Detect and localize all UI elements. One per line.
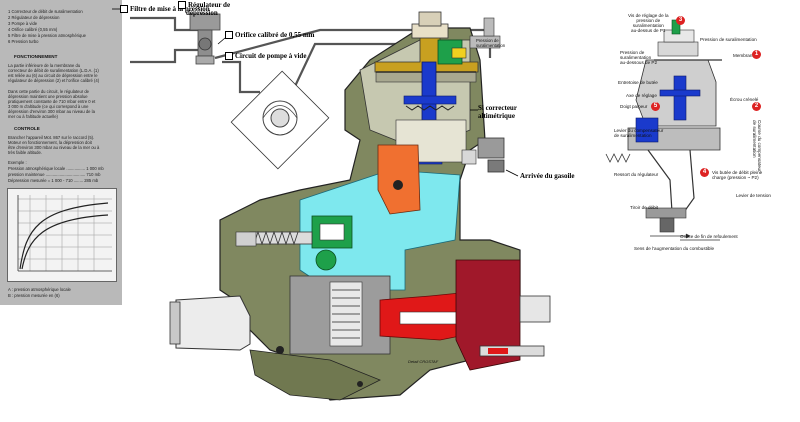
fonct-line: correcteur de débit de suralimentation (…: [8, 68, 99, 73]
distributor-rotor: [289, 275, 391, 355]
fonctionnement-title: FONCTIONNEMENT: [14, 54, 58, 59]
end-delivery-orifice-label: Orifice de fin de refoulement: [680, 234, 738, 239]
checkbox-icon: [120, 5, 128, 14]
filter-callout: Filtre de mise à la pression: [120, 5, 210, 14]
leader-lines: [112, 8, 519, 177]
graph-svg: [17, 195, 112, 272]
detail-marker: Detail CROSTAF: [408, 359, 439, 364]
marker-3-top: 3: [676, 16, 685, 25]
spring-chamber: [395, 119, 467, 163]
controle-line: Moteur en fonctionnement, la dépression …: [8, 140, 92, 145]
marker-2: 2: [752, 102, 761, 111]
flow-slide-label: Tiroir de débit: [630, 205, 658, 210]
graph-legend-a: A : pression atmosphérique locale: [8, 287, 71, 292]
green-block: [311, 215, 353, 271]
tension-lever-label: Levier de tension: [736, 193, 771, 198]
curve-b: [21, 214, 109, 270]
legend-item: 3 Pompe à vide: [8, 21, 38, 26]
fonct-line: dépression maintient une pression absolu…: [8, 94, 88, 99]
legend-item: 2 Régulateur de dépression: [8, 15, 60, 20]
exemple-line: Pression atmosphérique locale ..........…: [8, 166, 104, 171]
lda-compensator-section: [605, 19, 722, 241]
boost-pressure-label: Pression de suralimentation: [700, 37, 757, 42]
orange-lever: [377, 144, 421, 215]
altitude-pressure-graph: [7, 188, 117, 282]
fonct-line: est reliée au (6) au circuit de dépressi…: [8, 73, 98, 78]
fonct-line: régulateur de dépression (2) et l'orific…: [8, 78, 100, 83]
controle-line: Brancher l'appareil Mot. 867 sur le racc…: [8, 135, 95, 140]
castle-nut-label: Écrou crénelé: [730, 97, 759, 102]
marker-1: 1: [752, 50, 761, 59]
legend-item: 4 Orifice calibré (0,55 mm): [8, 27, 58, 32]
turbocharger-sketch: [230, 70, 330, 170]
curve-a: [19, 202, 109, 270]
controle-line: être d'environ 300 mbar au niveau de la …: [8, 145, 100, 150]
regulator-spring-label: Ressort du régulateur: [614, 172, 659, 177]
vacuum-circuit-callout: Circuit de pompe à vide: [225, 52, 306, 61]
exemple-line: Exemple :: [8, 160, 27, 165]
high-pressure-head: [379, 259, 551, 371]
diesel-inlet-callout: Arrivée du gasoile: [520, 172, 575, 180]
graph-legend-b: B : pression mesurée en (6): [8, 293, 60, 298]
marker-5: 5: [651, 102, 660, 111]
fonct-line: mer ou à l'altitude actuelle): [8, 114, 58, 119]
adjust-axis-label: Axe de réglage: [626, 93, 657, 98]
fuel-increase-direction-label: Sens de l'augmentation du combustible: [634, 246, 715, 251]
fittings: [461, 17, 505, 173]
checkbox-icon: [178, 1, 186, 10]
legend-item: 6 Pression turbo: [8, 39, 39, 44]
marker-4: 4: [700, 168, 709, 177]
checkbox-icon: [225, 52, 233, 61]
fonct-line: 3 000 m d'altitude (ce qui correspond à …: [8, 104, 89, 109]
spacer-label: Entretoise de butée: [618, 80, 658, 85]
exemple-line: pression maintenue .....................…: [8, 172, 101, 177]
controle-title: CONTROLE: [14, 126, 40, 131]
fonct-line: Dans cette partie du circuit, le régulat…: [8, 89, 90, 94]
checkbox-icon: [225, 31, 233, 40]
fonct-line: dépression d'environ 300 mbar au niveau …: [8, 109, 95, 114]
legend-item: 1 Correcteur de débit de suralimentation: [8, 9, 83, 14]
legend-panel: 1 Correcteur de débit de suralimentation…: [0, 0, 122, 305]
fonct-line: La partie inférieure de la membrane du: [8, 63, 81, 68]
exemple-line: Dépression mesurée = 1 000 - 710 .......…: [8, 178, 99, 183]
fonct-line: pratiquement constante de 710 mbar entre…: [8, 99, 96, 104]
orifice-callout: Orifice calibré de 0,55 mm: [225, 31, 315, 40]
membrane-label: Membrane: [733, 53, 755, 58]
probe-finger-label: Doigt palpeur: [620, 104, 648, 109]
lower-housing: [235, 231, 381, 401]
drive-shaft: [169, 230, 313, 351]
legend-item: 5 Filtre de mise à pression atmosphériqu…: [8, 33, 86, 38]
controle-line: très faible altitude.: [8, 150, 42, 155]
depression-regulator: [189, 13, 221, 65]
